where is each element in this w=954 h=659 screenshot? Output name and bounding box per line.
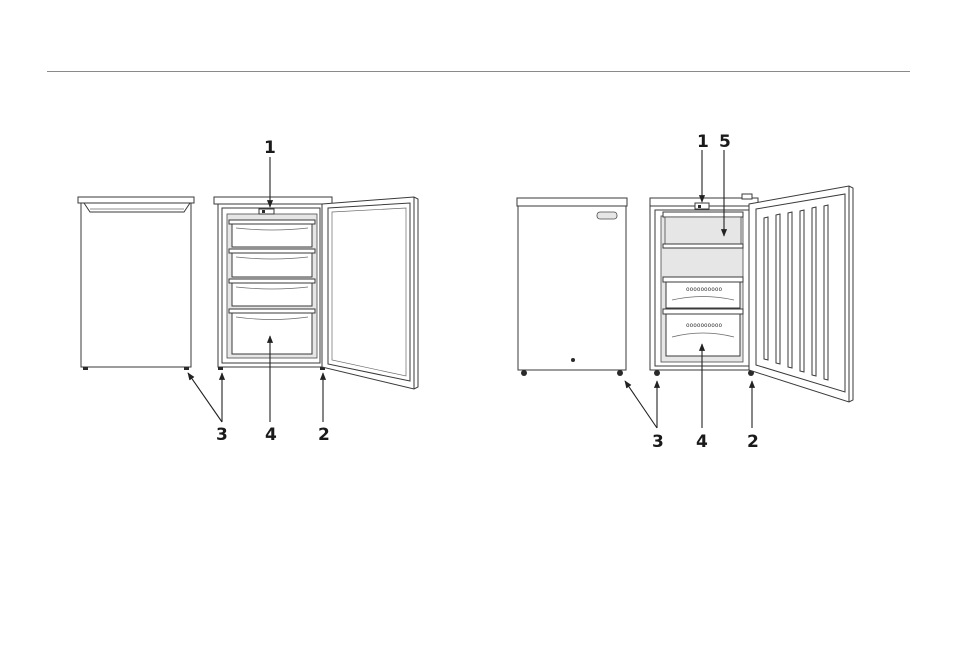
left-open-door (322, 197, 418, 389)
svg-text:oooooooooo: oooooooooo (686, 322, 723, 329)
left-control-panel-icon (259, 209, 274, 214)
left-callout-4: 4 (265, 425, 277, 445)
right-open-door (742, 186, 853, 402)
right-callout-1: 1 (697, 132, 709, 152)
right-freezer-closed (517, 198, 627, 376)
right-callout-3: 3 (652, 432, 664, 452)
left-drawers (229, 220, 315, 354)
left-freezer-open (214, 197, 418, 389)
left-callout-1: 1 (264, 138, 276, 158)
right-control-panel-icon (695, 203, 709, 209)
right-callout-2: 2 (747, 432, 759, 452)
svg-text:oooooooooo: oooooooooo (686, 286, 723, 293)
right-callout-4: 4 (696, 432, 708, 452)
right-shelf (663, 212, 743, 248)
right-drawers: oooooooooo oooooooooo (663, 277, 743, 356)
left-freezer-closed (78, 197, 194, 370)
right-callout-5: 5 (719, 132, 731, 152)
left-callout-2: 2 (318, 425, 330, 445)
right-freezer-open: oooooooooo oooooooooo (650, 186, 853, 402)
left-callout-3: 3 (216, 425, 228, 445)
